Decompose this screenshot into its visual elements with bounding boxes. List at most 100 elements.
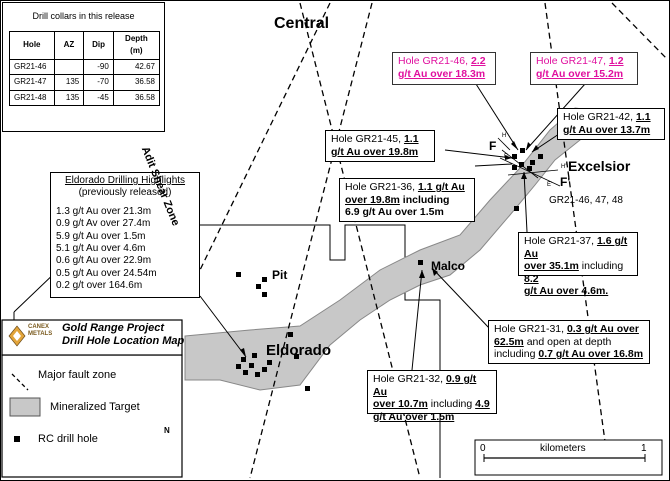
callout-text: and open at depth [523, 335, 612, 348]
list-item: 5.1 g/t Au over 4.6m [56, 243, 146, 255]
scale-zero: 0 [480, 443, 486, 454]
callout-text: Hole GR21-46, [398, 55, 471, 67]
callout-text: 6.9 g/t Au over 1.5m [345, 206, 444, 218]
callout-value: g/t Au over 18.3m [398, 67, 486, 80]
callout-value: 2.2 [470, 55, 486, 67]
cell: GR21-47 [9, 74, 55, 91]
project-title-line1: Gold Range Project [62, 322, 165, 334]
rc-drill-holes [236, 148, 543, 391]
callout-text: Hole GR21-47, [536, 55, 609, 67]
callout-value: over 19.8m [345, 193, 400, 206]
eldorado-highlights-box: Eldorado Drilling Highlights (previously… [50, 172, 200, 298]
callout-gr21-45: Hole GR21-45, 1.1 g/t Au over 19.8m [325, 130, 435, 162]
project-title-line2: Drill Hole Location Map [62, 335, 185, 347]
logo-line2: METALS [28, 331, 53, 337]
section-e: E [504, 154, 509, 160]
north-label: N [164, 426, 170, 435]
legend-drill-label: RC drill hole [38, 433, 98, 445]
callout-value: 1.1 [403, 133, 419, 145]
scale-unit: kilometers [540, 443, 586, 454]
project-title-frame [1, 319, 183, 356]
label-malco: Malco [431, 259, 466, 273]
callout-value: g/t Au over 4.6m. [524, 285, 609, 297]
cell: GR21-48 [9, 89, 55, 106]
callout-text: including [494, 348, 539, 360]
callout-value: g/t Au over 13.7m [563, 123, 651, 136]
project-title: Gold Range Project Drill Hole Location M… [62, 322, 184, 348]
list-item: 0.9 g/t Av over 27.4m [56, 218, 151, 230]
callout-value: over 10.7m [373, 398, 428, 410]
legend-target-label: Mineralized Target [50, 401, 140, 413]
callout-text: including [427, 398, 476, 410]
cell: GR21-46 [9, 58, 55, 75]
legend-drill-swatch [14, 436, 20, 442]
callout-value: 62.5m [494, 335, 524, 348]
section-e-prime: E' [547, 182, 553, 188]
label-central: Central [274, 15, 330, 32]
collars-table: Hole AZ Dip Depth (m) GR21-46 -90 42.67 … [9, 30, 161, 107]
col-az: AZ [53, 30, 85, 60]
section-holes: GR21-46, 47, 48 [549, 195, 623, 206]
table-row: GR21-47 135 -70 36.58 [9, 74, 161, 91]
callout-value: 4.9 [475, 398, 490, 410]
scale-bar [474, 439, 663, 476]
callout-gr21-37: Hole GR21-37, 1.6 g/t Au over 35.1m incl… [518, 232, 638, 297]
callout-text: Hole GR21-42, [563, 111, 636, 123]
callout-value: 1.2 [608, 55, 624, 67]
col-hole: Hole [9, 30, 55, 60]
table-row: GR21-48 135 -45 36.58 [9, 89, 161, 106]
scale-one: 1 [641, 443, 647, 454]
cell: 135 [53, 74, 85, 91]
drill-collars-panel: Drill collars in this release Hole AZ Di… [2, 2, 165, 132]
callout-text: Hole GR21-31, [494, 323, 567, 335]
label-pit: Pit [272, 268, 288, 282]
callout-gr21-36: Hole GR21-36, 1.1 g/t Au over 19.8m incl… [339, 178, 475, 222]
label-excelsior: Excelsior [568, 158, 631, 174]
list-item: 0.5 g/t Au over 24.54m [56, 267, 157, 279]
list-item: 5.9 g/t Au over 1.5m [56, 230, 146, 242]
callout-gr21-32: Hole GR21-32, 0.9 g/t Au over 10.7m incl… [367, 370, 497, 423]
cell: -70 [83, 74, 114, 91]
section-lines [497, 137, 561, 187]
canex-logo-icon [8, 325, 26, 347]
legend-fault-swatch [11, 373, 29, 391]
collars-title: Drill collars in this release [32, 11, 135, 21]
callout-leaders [199, 83, 586, 371]
table-row: GR21-46 -90 42.67 [9, 58, 161, 75]
list-item: 0.6 g/t Au over 22.9m [56, 255, 152, 267]
collars-header-row: Hole AZ Dip Depth (m) [9, 30, 161, 60]
callout-value: 1.1 g/t Au [417, 181, 465, 193]
list-item: 0.2 g/t over 164.6m [56, 280, 143, 292]
callout-gr21-46: Hole GR21-46, 2.2 g/t Au over 18.3m [392, 52, 496, 85]
callout-gr21-47: Hole GR21-47, 1.2 g/t Au over 15.2m [530, 52, 638, 85]
cell [53, 58, 85, 75]
callout-value: over 35.1m [524, 260, 579, 272]
section-f: F [489, 139, 497, 153]
callout-value: g/t Au over 15.2m [536, 67, 624, 80]
cell: -90 [83, 58, 114, 75]
callout-gr21-42: Hole GR21-42, 1.1 g/t Au over 13.7m [557, 108, 665, 140]
major-fault-zones [199, 2, 669, 479]
callout-value: 8.2 [524, 272, 539, 285]
legend-target-swatch [9, 397, 41, 417]
callout-text: Hole GR21-32, [373, 373, 446, 385]
callout-value: 0.7 g/t Au over 16.8m [538, 348, 644, 360]
callout-text: including [578, 260, 624, 272]
cell: 36.58 [112, 74, 161, 91]
cell: 36.58 [112, 89, 161, 106]
arrow-heads [240, 141, 539, 357]
section-h-prime: H' [561, 164, 567, 170]
highlights-title: Eldorado Drilling Highlights [64, 175, 186, 186]
highlights-subtitle: (previously released) [78, 187, 172, 199]
section-f-prime: F' [560, 175, 571, 189]
callout-value: g/t Au over 19.8m [331, 145, 419, 158]
logo-line1: CANEX [28, 324, 50, 330]
callout-text: Hole GR21-37, [524, 235, 597, 247]
label-eldorado: Eldorado [266, 342, 332, 359]
callout-value: 1.6 g/t Au [524, 235, 628, 260]
cell: -45 [83, 89, 114, 106]
callout-value: g/t Au over 1.5m [373, 410, 455, 423]
section-h: H [502, 133, 507, 139]
callout-text: Hole GR21-36, [345, 181, 418, 193]
